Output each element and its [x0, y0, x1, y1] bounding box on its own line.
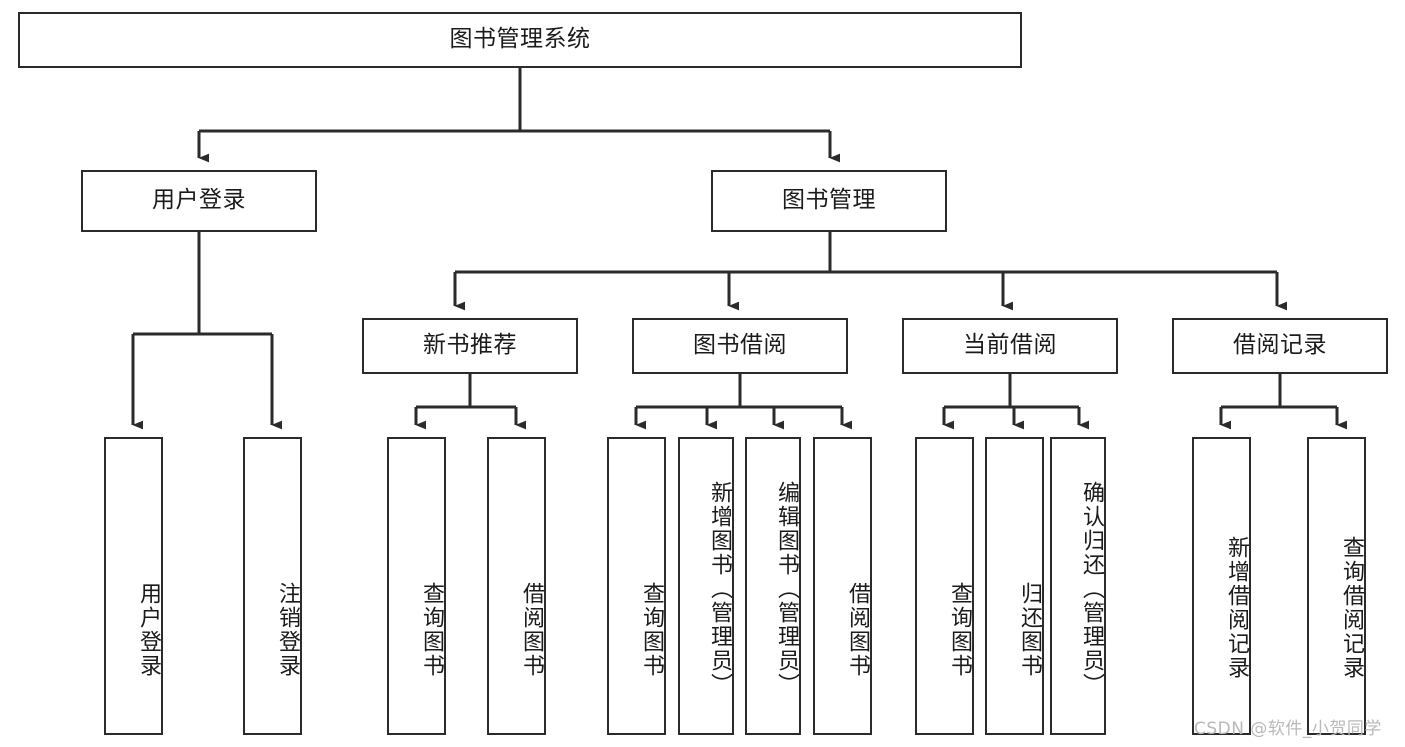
node-label: 新增借阅记录 [1224, 536, 1249, 680]
node-label: 归还图书 [1017, 582, 1042, 678]
node-label: 新增图书（管理员） [707, 481, 732, 697]
node-borrow-record[interactable]: 借阅记录 [1172, 318, 1388, 374]
node-label: 查询图书 [419, 582, 444, 678]
node-label: 图书管理 [782, 187, 876, 214]
node-label: 注销登录 [275, 582, 300, 678]
leaf-user-login-signout[interactable]: 注销登录 [243, 437, 302, 735]
leaf-user-login-signin[interactable]: 用户登录 [104, 437, 163, 735]
leaf-record-add-record[interactable]: 新增借阅记录 [1192, 437, 1251, 735]
leaf-current-return-book[interactable]: 归还图书 [985, 437, 1044, 735]
leaf-borrow-add-book-admin[interactable]: 新增图书（管理员） [678, 437, 734, 735]
node-book-management[interactable]: 图书管理 [711, 170, 947, 232]
leaf-recommend-borrow-book[interactable]: 借阅图书 [487, 437, 546, 735]
node-label: 确认归还（管理员） [1079, 481, 1104, 697]
leaf-borrow-query-book[interactable]: 查询图书 [607, 437, 666, 735]
node-label: 查询图书 [947, 582, 972, 678]
node-label: 用户登录 [152, 187, 246, 214]
node-label: 借阅图书 [519, 582, 544, 678]
leaf-current-query-book[interactable]: 查询图书 [915, 437, 974, 735]
node-label: 查询图书 [639, 582, 664, 678]
leaf-borrow-borrow-book[interactable]: 借阅图书 [813, 437, 872, 735]
node-current-borrow[interactable]: 当前借阅 [902, 318, 1118, 374]
node-label: 新书推荐 [423, 332, 517, 359]
node-new-book-recommend[interactable]: 新书推荐 [362, 318, 578, 374]
node-label: 借阅记录 [1233, 332, 1327, 359]
node-root-system[interactable]: 图书管理系统 [18, 12, 1022, 68]
node-label: 编辑图书（管理员） [774, 481, 799, 697]
node-label: 图书管理系统 [449, 26, 591, 53]
node-user-login[interactable]: 用户登录 [81, 170, 317, 232]
leaf-borrow-edit-book-admin[interactable]: 编辑图书（管理员） [745, 437, 801, 735]
node-label: 用户登录 [136, 582, 161, 678]
node-label: 图书借阅 [693, 332, 787, 359]
leaf-recommend-query-book[interactable]: 查询图书 [387, 437, 446, 735]
node-book-borrow[interactable]: 图书借阅 [632, 318, 848, 374]
node-label: 借阅图书 [845, 582, 870, 678]
leaf-record-query-record[interactable]: 查询借阅记录 [1307, 437, 1366, 735]
csdn-watermark: CSDN @软件_小贺同学 [1194, 719, 1382, 739]
leaf-current-confirm-return-admin[interactable]: 确认归还（管理员） [1050, 437, 1106, 735]
node-label: 查询借阅记录 [1339, 536, 1364, 680]
node-label: 当前借阅 [963, 332, 1057, 359]
